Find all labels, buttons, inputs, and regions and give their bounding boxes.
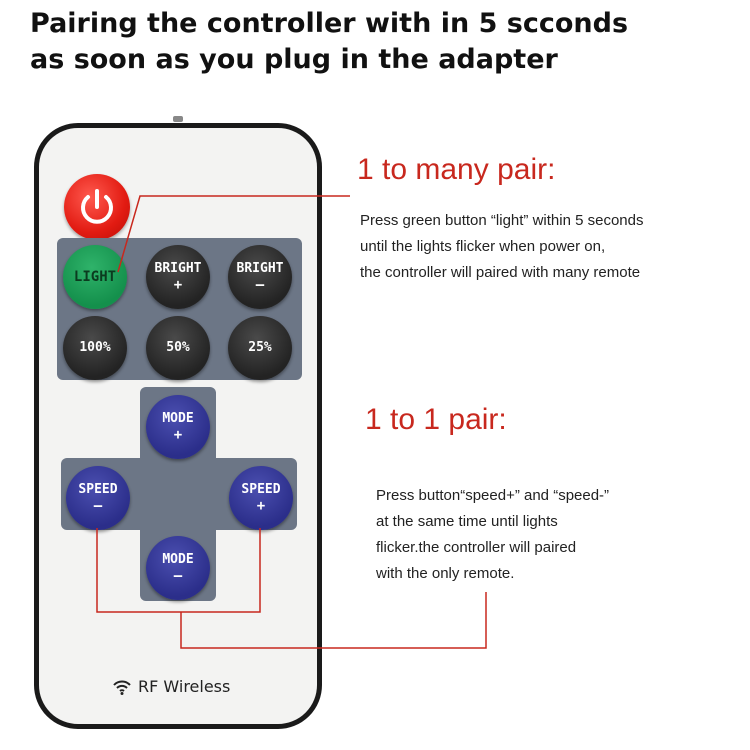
connector-speed-line: [96, 528, 261, 613]
bright-minus-button[interactable]: BRIGHT –: [228, 245, 292, 309]
power-icon: [81, 189, 113, 224]
remote-antenna: [173, 116, 183, 122]
headline: Pairing the controller with in 5 scconds…: [30, 6, 730, 78]
pair-one-line-4: with the only remote.: [376, 565, 515, 582]
pair-many-line-2: until the lights flicker when power on,: [360, 238, 606, 255]
bright-minus-sign: –: [255, 277, 265, 293]
pair-many-line-3: the controller will paired with many rem…: [360, 264, 641, 281]
power-button[interactable]: [64, 174, 130, 240]
pair-many-heading: 1 to many pair:: [357, 153, 556, 186]
speed-minus-button[interactable]: SPEED –: [66, 466, 130, 530]
mode-plus-label: MODE: [162, 411, 194, 426]
light-button-label: LIGHT: [73, 269, 117, 285]
rf-wireless-text: RF Wireless: [138, 677, 231, 696]
bright-minus-label: BRIGHT: [236, 261, 284, 276]
mode-plus-sign: +: [173, 427, 183, 443]
connector-pair-one-line: [180, 592, 487, 649]
light-button[interactable]: LIGHT: [63, 245, 127, 309]
brightness-25-button[interactable]: 25%: [228, 316, 292, 380]
mode-minus-sign: –: [173, 568, 183, 584]
brightness-50-button[interactable]: 50%: [146, 316, 210, 380]
brightness-25-label: 25%: [248, 340, 272, 355]
speed-plus-button[interactable]: SPEED +: [229, 466, 293, 530]
rf-wireless-label: RF Wireless: [112, 677, 230, 696]
brightness-100-label: 100%: [79, 340, 111, 355]
headline-line-1: Pairing the controller with in 5 scconds: [30, 8, 629, 39]
headline-line-2: as soon as you plug in the adapter: [30, 44, 558, 75]
speed-plus-label: SPEED: [241, 482, 281, 497]
pair-one-line-2: at the same time until lights: [376, 513, 558, 530]
pair-many-line-1: Press green button “light” within 5 seco…: [360, 212, 644, 229]
pair-one-line-3: flicker.the controller will paired: [376, 539, 577, 556]
brightness-50-label: 50%: [166, 340, 190, 355]
bright-plus-button[interactable]: BRIGHT +: [146, 245, 210, 309]
mode-minus-button[interactable]: MODE –: [146, 536, 210, 600]
speed-minus-sign: –: [93, 498, 103, 514]
speed-plus-sign: +: [256, 498, 266, 514]
mode-minus-label: MODE: [162, 552, 194, 567]
pair-one-description: Press button“speed+” and “speed-” at the…: [376, 483, 609, 587]
bright-plus-sign: +: [173, 277, 183, 293]
brightness-100-button[interactable]: 100%: [63, 316, 127, 380]
pair-one-line-1: Press button“speed+” and “speed-”: [376, 487, 610, 504]
pair-one-heading: 1 to 1 pair:: [365, 403, 507, 436]
pair-many-description: Press green button “light” within 5 seco…: [360, 208, 643, 286]
connector-light-line: [117, 195, 350, 273]
speed-minus-label: SPEED: [78, 482, 118, 497]
bright-plus-label: BRIGHT: [154, 261, 202, 276]
wifi-icon: [113, 680, 131, 695]
mode-plus-button[interactable]: MODE +: [146, 395, 210, 459]
